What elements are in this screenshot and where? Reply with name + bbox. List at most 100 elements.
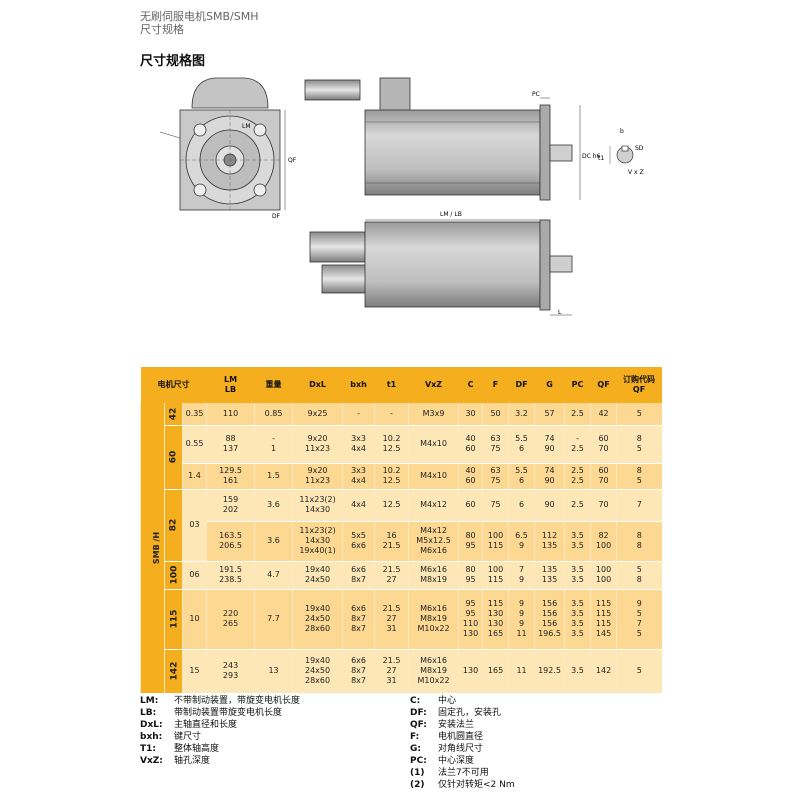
- cell-qf: 70: [590, 489, 617, 522]
- cell-g: 156 156 156 196.5: [534, 589, 565, 650]
- size-cell: 42: [164, 403, 183, 426]
- cell-bxh: 6x6 8x7: [342, 561, 375, 590]
- cell-dxl: 19x40 24x50 28x60: [292, 649, 343, 694]
- label-l: L: [558, 309, 562, 316]
- cell-pc: 3.5: [564, 649, 591, 694]
- cell-w: 7.7: [254, 589, 293, 650]
- cell-f: 63 75: [482, 463, 509, 490]
- cell-df: 5.5 6: [508, 425, 535, 464]
- cell-qf: 142: [590, 649, 617, 694]
- cell-qf: 60 70: [590, 425, 617, 464]
- col-header: t1: [374, 367, 409, 403]
- cell-t1: 21.5 27 31: [374, 589, 409, 650]
- top-view-connector-1: [309, 231, 366, 263]
- legend-item: F: 电机圆直径: [410, 731, 515, 743]
- legend-item: bxh:键尺寸: [140, 731, 300, 743]
- cell-code: 5 8: [616, 561, 662, 590]
- cell-code: 8 8: [616, 521, 662, 562]
- legend-key: QF:: [410, 720, 427, 730]
- col-header-lm-lb: LM LB: [206, 367, 255, 403]
- torque-cell: 15: [181, 649, 207, 694]
- legend-item: G:对角线尺寸: [410, 743, 515, 755]
- label-lm: LM: [242, 123, 251, 130]
- label-sd: SD: [635, 145, 644, 152]
- cell-dxl: 19x40 24x50: [292, 561, 343, 590]
- cell-lm: 110: [206, 403, 255, 426]
- legend-key: (2): [410, 780, 425, 790]
- cell-t1: 16 21.5: [374, 521, 409, 562]
- label-lm-lb: LM / LB: [440, 211, 462, 218]
- top-view: [309, 219, 573, 316]
- cell-lm: 159 202: [206, 489, 255, 522]
- cell-df: 11: [508, 649, 535, 694]
- size-cell: 60: [164, 425, 183, 490]
- cell-qf: 100 100: [590, 561, 617, 590]
- header-line-2: 尺寸规格: [140, 23, 184, 36]
- legend-key: LB:: [140, 708, 157, 718]
- cell-w: 1.5: [254, 463, 293, 490]
- size-cell: 82: [164, 489, 183, 562]
- cell-bxh: 3x3 4x4: [342, 425, 375, 464]
- cell-pc: - 2.5: [564, 425, 591, 464]
- cell-g: 74 90: [534, 463, 565, 490]
- cell-lm: 129.5 161: [206, 463, 255, 490]
- legend-key: C:: [410, 696, 421, 706]
- cell-code: 5: [616, 649, 662, 694]
- legend-item: (1) 法兰7不可用: [410, 767, 515, 779]
- cell-g: 112 135: [534, 521, 565, 562]
- cell-qf: 82 100: [590, 521, 617, 562]
- cell-w: 4.7: [254, 561, 293, 590]
- cell-bxh: 6x6 8x7 8x7: [342, 649, 375, 694]
- cell-vxz: M4x12: [408, 489, 459, 522]
- legend-key: DxL:: [140, 720, 163, 730]
- front-view: [159, 77, 286, 211]
- col-header: DF: [508, 367, 535, 403]
- cell-w: 3.6: [254, 521, 293, 562]
- col-header: DxL: [292, 367, 343, 403]
- cell-g: 74 90: [534, 425, 565, 464]
- legend-key: LM:: [140, 696, 159, 706]
- cell-w: - 1: [254, 425, 293, 464]
- cell-vxz: M4x10: [408, 425, 459, 464]
- cell-w: 0.85: [254, 403, 293, 426]
- front-view-connector: [191, 77, 269, 109]
- top-view-connector-2: [321, 264, 368, 294]
- legend-value: 安装法兰: [438, 720, 475, 730]
- cell-c: 80 95: [458, 521, 483, 562]
- legend-value: 带制动装置带旋变电机长度: [174, 708, 283, 718]
- cell-w: 3.6: [254, 489, 293, 522]
- legend-key: (1): [410, 768, 425, 778]
- cell-code: 5: [616, 403, 662, 426]
- legend-value: 键尺寸: [174, 732, 202, 742]
- cell-vxz: M6x16 M8x19 M10x22: [408, 589, 459, 650]
- label-b: b: [620, 128, 624, 135]
- cell-vxz: M6x16 M8x19: [408, 561, 459, 590]
- cell-lm: 220 265: [206, 589, 255, 650]
- legend-item: C:中心: [410, 695, 515, 707]
- legend-key: F:: [410, 732, 420, 742]
- cell-f: 115 130 130 165: [482, 589, 509, 650]
- legend-value: 主轴直径和长度: [174, 720, 238, 730]
- cell-dxl: 9x20 11x23: [292, 425, 343, 464]
- cell-t1: 21.5 27 31: [374, 649, 409, 694]
- legend-item: LM:不带制动装置，带旋变电机长度: [140, 695, 300, 707]
- cell-g: 57: [534, 403, 565, 426]
- top-view-shaft: [549, 255, 573, 273]
- side-view-body: [364, 109, 541, 196]
- cell-g: 90: [534, 489, 565, 522]
- cell-t1: 10.2 12.5: [374, 463, 409, 490]
- cell-df: 3.2: [508, 403, 535, 426]
- label-vxz: V x Z: [628, 169, 644, 176]
- table-header-row: 电机尺寸 LM LB 重量 DxL bxh t1 VxZ C F DF G PC…: [140, 367, 662, 403]
- legend-value: 电机圆直径: [438, 732, 484, 742]
- legend-key: T1:: [140, 744, 157, 754]
- legend-value: 中心深度: [438, 756, 475, 766]
- cell-df: 9 9 9 11: [508, 589, 535, 650]
- cell-vxz: M6x16 M8x19 M10x22: [408, 649, 459, 694]
- cell-lm: 191.5 238.5: [206, 561, 255, 590]
- legend-value: 法兰7不可用: [438, 768, 489, 778]
